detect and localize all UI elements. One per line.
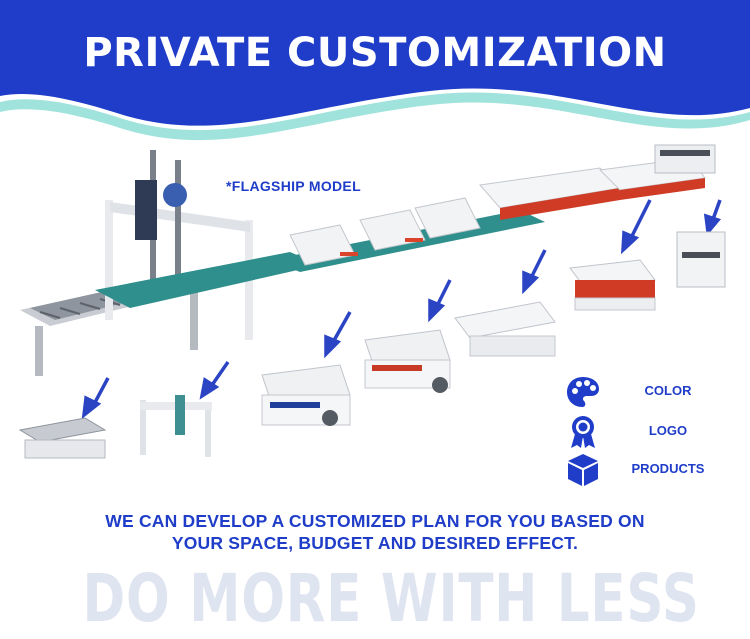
plan-statement: WE CAN DEVELOP A CUSTOMIZED PLAN FOR YOU… — [0, 510, 750, 554]
uv-dryer-unit — [454, 301, 556, 357]
main-production-line — [20, 144, 716, 376]
gantry-loader-unit — [140, 395, 212, 457]
roller-conveyor-unit — [18, 417, 107, 459]
option-products: PRODUCTS — [565, 452, 735, 488]
arrows — [81, 199, 722, 419]
option-color-label: COLOR — [644, 383, 692, 398]
award-ribbon-icon — [571, 416, 595, 448]
header-banner: PRIVATE CUSTOMIZATION — [0, 0, 750, 160]
coating-machine-a — [261, 364, 351, 426]
box-icon — [568, 454, 598, 486]
page-title: PRIVATE CUSTOMIZATION — [83, 30, 667, 76]
option-products-label: PRODUCTS — [631, 461, 705, 476]
sanding-machine-unit — [676, 231, 726, 288]
production-line-illustration — [18, 144, 726, 459]
plan-line-2: YOUR SPACE, BUDGET AND DESIRED EFFECT. — [171, 533, 579, 553]
plan-line-1: WE CAN DEVELOP A CUSTOMIZED PLAN FOR YOU… — [105, 511, 645, 531]
slogan-watermark: DO MORE WITH LESS — [82, 560, 700, 637]
drying-oven-unit — [569, 259, 656, 311]
coating-machine-b — [364, 329, 451, 393]
banner-wave — [0, 0, 750, 141]
flagship-model-label: *FLAGSHIP MODEL — [226, 178, 361, 194]
palette-icon — [567, 377, 599, 407]
option-logo: LOGO — [565, 414, 735, 450]
option-color: COLOR — [565, 374, 735, 410]
option-logo-label: LOGO — [648, 423, 688, 438]
